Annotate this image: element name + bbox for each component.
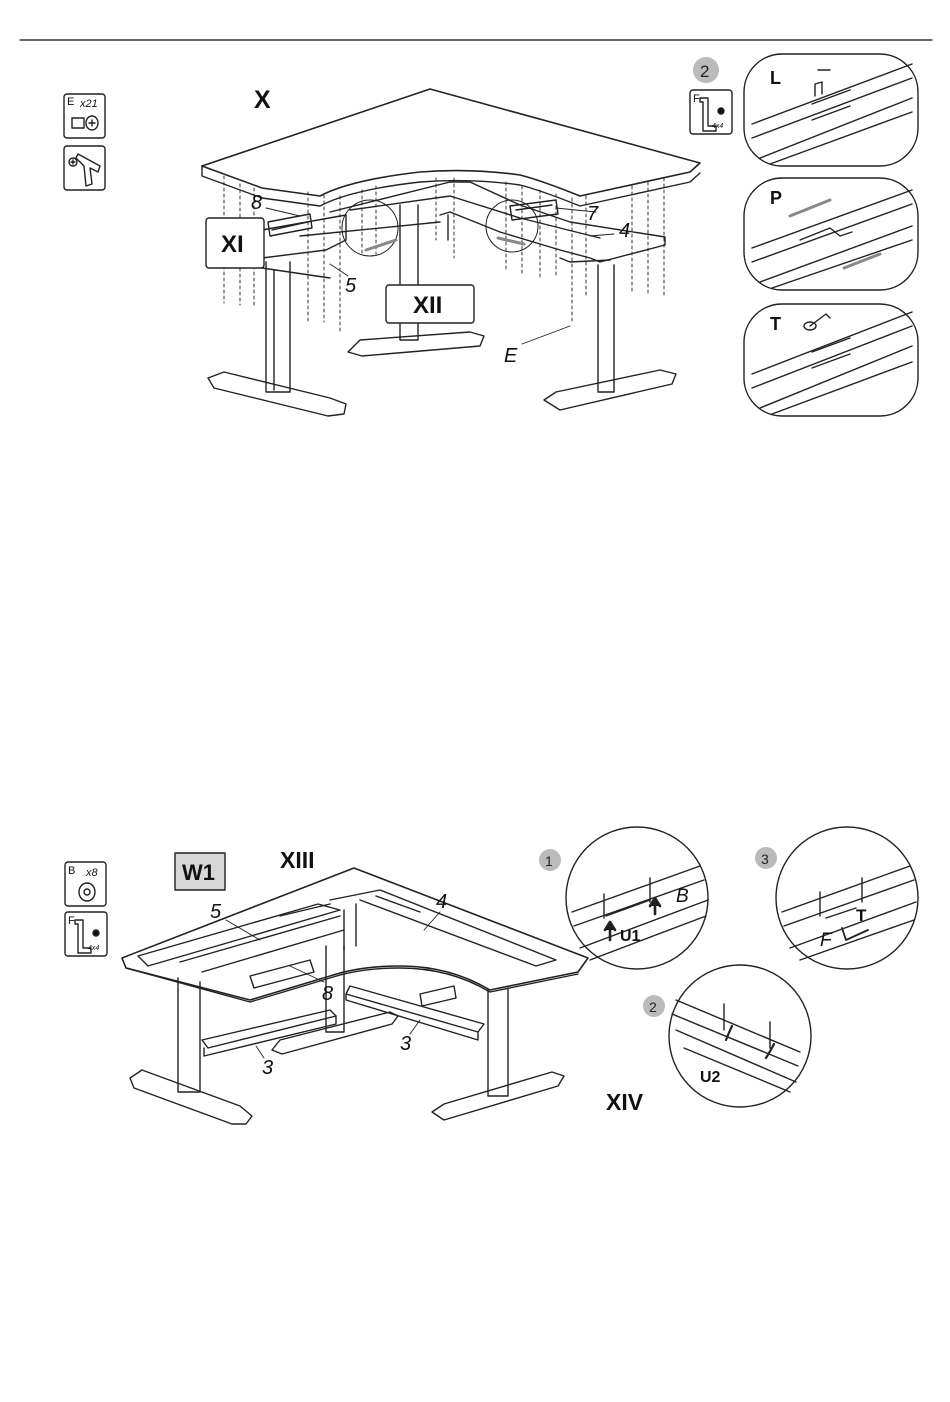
detail-circle-3: 3 T F bbox=[755, 827, 918, 969]
part-number-8b: 8 bbox=[322, 983, 333, 1005]
part-letter-e: E bbox=[504, 345, 518, 367]
cable-trays bbox=[202, 986, 484, 1056]
part-number-8: 8 bbox=[251, 192, 262, 214]
detail-circle-1: 1 U1 B bbox=[539, 827, 708, 969]
bolt-icon bbox=[79, 883, 95, 901]
detail-step-badge: 2 bbox=[693, 57, 719, 83]
detail-1-step: 1 bbox=[545, 853, 553, 869]
detail-3-label-f: F bbox=[820, 930, 833, 951]
w1-badge-label: W1 bbox=[182, 860, 215, 885]
detail-1-label-u1: U1 bbox=[620, 928, 641, 945]
panel-label-t: T bbox=[770, 314, 781, 334]
detail-1-label-b: B bbox=[676, 886, 689, 907]
connector-tool-box bbox=[64, 146, 105, 190]
part-number-5: 5 bbox=[345, 275, 357, 297]
part-number-4: 4 bbox=[619, 220, 630, 242]
tool-size-2: 4x4 bbox=[88, 945, 99, 952]
tool-size: 4x4 bbox=[712, 123, 723, 130]
step-label-xiii: XIII bbox=[280, 847, 315, 873]
part-number-7: 7 bbox=[587, 203, 599, 225]
callout-xii-label: XII bbox=[413, 292, 442, 319]
control-panel-2 bbox=[420, 986, 456, 1006]
allen-key-box: F 4x4 bbox=[690, 90, 732, 134]
detail-3-step: 3 bbox=[761, 851, 769, 867]
detail-ring-right bbox=[486, 200, 538, 252]
part-number-5b: 5 bbox=[210, 901, 222, 923]
crank-icon bbox=[69, 154, 100, 186]
panel-label-l: L bbox=[770, 68, 781, 88]
detail-circle-2: 2 U2 bbox=[643, 965, 811, 1107]
callout-xi-label: XI bbox=[221, 231, 244, 258]
part-number-3b: 3 bbox=[400, 1033, 411, 1055]
slide-arrow-left bbox=[366, 240, 396, 250]
hardware-count-b: x8 bbox=[85, 867, 99, 879]
hardware-count: x21 bbox=[79, 98, 98, 110]
detail-panel-l: L bbox=[744, 54, 918, 166]
l-desktop bbox=[202, 89, 700, 206]
allen-key-box-2: F 4x4 bbox=[65, 912, 107, 956]
hardware-letter-b: B bbox=[68, 865, 75, 877]
panel-label-p: P bbox=[770, 188, 782, 208]
hardware-box-b: B x8 bbox=[65, 862, 106, 906]
detail-3-label-t: T bbox=[856, 906, 867, 925]
part-number-3a: 3 bbox=[262, 1057, 273, 1079]
part-number-4b: 4 bbox=[436, 891, 447, 913]
callout-xi-box: XI bbox=[206, 218, 264, 268]
hardware-letter: E bbox=[67, 96, 74, 108]
step-label-x: X bbox=[254, 86, 271, 114]
slide-arrow-right bbox=[498, 238, 524, 244]
tool-letter-2: F bbox=[68, 915, 75, 927]
detail-panel-t: T bbox=[744, 304, 918, 416]
hardware-box-e: E x21 bbox=[64, 94, 105, 138]
detail-2-step: 2 bbox=[649, 999, 657, 1015]
detail-2-label-u2: U2 bbox=[700, 1069, 721, 1086]
detail-panel-p: P bbox=[744, 178, 918, 290]
diagram-1: E x21 X bbox=[64, 54, 918, 416]
desk-frame bbox=[262, 182, 665, 278]
diagram-2: B x8 F 4x4 W1 XIII bbox=[65, 827, 918, 1124]
screw-icon bbox=[72, 116, 98, 130]
step-label-xiv: XIV bbox=[606, 1089, 644, 1115]
tool-letter: F bbox=[693, 93, 700, 105]
detail-step-number: 2 bbox=[700, 62, 709, 81]
w1-badge: W1 bbox=[175, 853, 225, 890]
callout-xii-box: XII bbox=[386, 285, 474, 323]
